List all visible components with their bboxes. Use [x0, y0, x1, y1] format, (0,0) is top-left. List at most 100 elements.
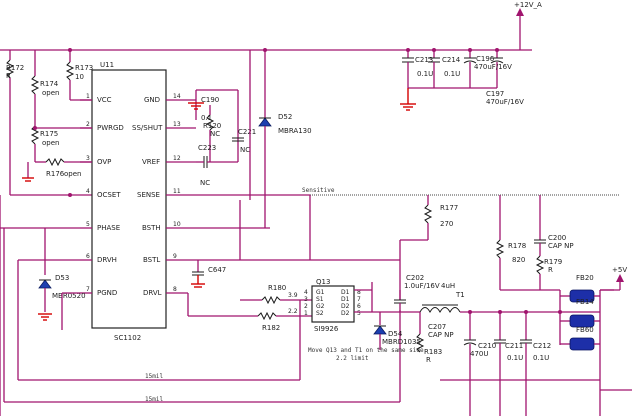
c213-value: 0.1U [417, 70, 433, 78]
ic-pin-14-num: 14 [173, 93, 181, 100]
ic-pin-9-num: 9 [173, 253, 177, 260]
ic-pin-7-name: PGND [97, 289, 117, 297]
sense-note: Sensitive [302, 187, 335, 194]
ic-pin-5-name: PHASE [97, 224, 120, 232]
c202-value: 1.0uF/16V [404, 282, 440, 290]
output-stage: C202 1.0uF/16V 4uH T1 C210 470U C211 0.1… [394, 274, 632, 416]
ic-pin-9-name: BSTL [143, 256, 160, 264]
c197-value: 470uF/16V [486, 98, 524, 106]
ic-pin-4-name: OCSET [97, 191, 121, 199]
r180-ref: R180 [268, 284, 286, 292]
ss-network: C190 0.1 R120 NC C221 NC C223 NC [188, 89, 256, 187]
r183-ref: R183 [424, 348, 442, 356]
ferrite-beads: FB20 FB14 FB60 [559, 274, 600, 351]
ic-pin-12-name: VREF [142, 158, 160, 166]
ic-pin-6-name: DRVH [97, 256, 117, 264]
c200-ref: C200 [548, 234, 566, 242]
q13-num-7: 7 [357, 296, 361, 303]
d53-part: MBR0520 [52, 292, 86, 300]
c223-value: NC [200, 179, 210, 187]
r175-value: open [42, 139, 59, 147]
fb14-label: FB14 [576, 298, 594, 306]
ic-pin-3-name: OVP [97, 158, 111, 166]
ic-pin-8-name: DRVL [143, 289, 162, 297]
c214-ref: C214 [442, 56, 461, 64]
q13-num-6: 6 [357, 303, 361, 310]
rail-5v-label: +5V [612, 266, 627, 274]
ic-pin-13-num: 13 [173, 121, 181, 128]
r179-value: R [548, 266, 553, 274]
r172-value: R [6, 72, 11, 80]
c212-value: 0.1U [533, 354, 549, 362]
ic-pin-12-num: 12 [173, 155, 181, 162]
ic-pin-8-num: 8 [173, 286, 177, 293]
q13-pin-d2b: D2 [341, 310, 350, 317]
q13-num-3: 3 [304, 296, 308, 303]
ic-ref: U11 [100, 61, 114, 69]
r174-ref: R174 [40, 80, 59, 88]
q13-num-5: 5 [357, 310, 361, 317]
r178-value: 820 [512, 256, 525, 264]
r172-ref: R172 [6, 64, 24, 72]
r173-ref: R173 [75, 64, 93, 72]
ic-pin-11-name: SENSE [137, 191, 160, 199]
ic-part: SC1102 [114, 334, 141, 342]
d53-ref: D53 [55, 274, 69, 282]
fb20-label: FB20 [576, 274, 594, 282]
c211-ref: C211 [505, 342, 523, 350]
c210-value: 470U [470, 350, 488, 358]
r174-value: open [42, 89, 59, 97]
rail-12v: +12V_A [0, 1, 542, 52]
c221-ref: C221 [238, 128, 256, 136]
rail-5v: +5V [600, 266, 627, 291]
ic-u11: U11 SC1102 1 VCC 2 PWRGD 3 OVP 4 OCSET 5… [80, 61, 310, 342]
c196-value: 470uF/16V [474, 63, 512, 71]
ic-pin-4-num: 4 [86, 188, 90, 195]
ic-pin-2-name: PWRGD [97, 124, 124, 132]
phase-traces: D53 MBR0520 15mil 15mil [0, 227, 401, 403]
r120-value: NC [210, 130, 220, 138]
r175-ref: R175 [40, 130, 58, 138]
r180-value: 3.9 [288, 292, 298, 299]
sense-line: Sensitive R177 270 R178 820 C200 CAP NP … [302, 187, 620, 300]
r178-ref: R178 [508, 242, 526, 250]
r182-ref: R182 [262, 324, 280, 332]
r182-value: 2.2 [288, 308, 298, 315]
d54-part: MBRD1035 [382, 338, 421, 346]
ic-pin-10-num: 10 [173, 221, 181, 228]
q13-pin-s2: S2 [316, 310, 324, 317]
ic-pin-13-name: SS/SHUT [132, 124, 163, 132]
c196-ref: C196 [476, 55, 495, 63]
c221-value: NC [240, 146, 250, 154]
c647-ref: C647 [208, 266, 226, 274]
q13-num-8: 8 [357, 289, 361, 296]
trace-note-1: 15mil [145, 373, 163, 380]
r173-value: 10 [75, 73, 84, 81]
rail-12v-label: +12V_A [514, 1, 542, 9]
input-caps: C213 0.1U C214 0.1U C196 470uF/16V C197 … [400, 50, 524, 111]
c202-ref: C202 [406, 274, 424, 282]
inductor-ref: T1 [455, 291, 465, 299]
q13-pin-d1a: D1 [341, 289, 350, 296]
q13-pin-g2: G2 [316, 303, 325, 310]
ic-pin-3-num: 3 [86, 155, 90, 162]
fb60-label: FB60 [576, 326, 594, 334]
d54-ref: D54 [388, 330, 403, 338]
q13-pin-d1b: D1 [341, 296, 350, 303]
gate-resistors: R180 3.9 R182 2.2 [187, 284, 312, 332]
ic-pin-10-name: BSTH [142, 224, 161, 232]
ic-pin-1-name: VCC [97, 96, 112, 104]
ic-pin-1-num: 1 [86, 93, 90, 100]
c200-value: CAP NP [548, 242, 574, 250]
r176-ref: R176 [46, 170, 65, 178]
c212-ref: C212 [533, 342, 551, 350]
inductor-value: 4uH [441, 282, 455, 290]
r177-value: 270 [440, 220, 453, 228]
ic-pin-14-name: GND [144, 96, 160, 104]
d52-part: MBRA130 [278, 127, 312, 135]
mosfet-q13: Q13 SI9926 G1 S1 G2 S2 D1 D1 D2 D2 4 3 2… [304, 278, 424, 362]
c207-ref: C207 [428, 323, 446, 331]
c207-value: CAP NP [428, 331, 454, 339]
